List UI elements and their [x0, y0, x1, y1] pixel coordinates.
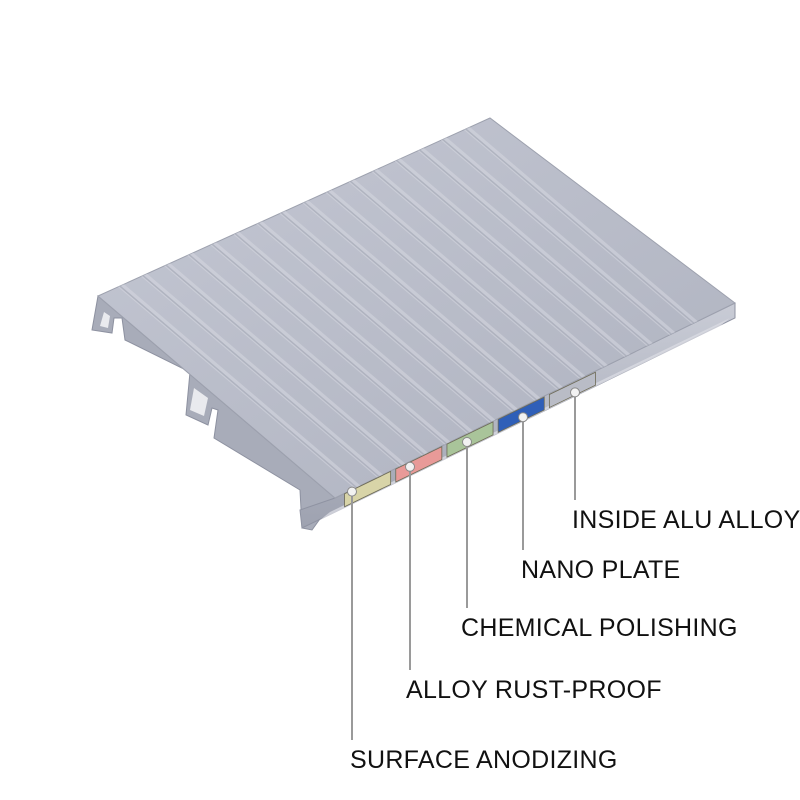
layer-swatch: [344, 470, 392, 508]
profile-rib-shadow: [314, 150, 633, 422]
profile-rib: [98, 249, 401, 498]
leader-dot: [570, 387, 580, 398]
layer-swatch: [395, 446, 443, 483]
profile-rib: [424, 118, 735, 367]
layer-label: ALLOY RUST-PROOF: [406, 676, 662, 704]
profile-left-end: [91, 295, 336, 531]
profile-rib: [401, 118, 723, 378]
profile-rib-shadow: [106, 244, 425, 498]
profile-rib: [355, 123, 677, 399]
layer-label: NANO PLATE: [521, 556, 681, 584]
profile-rib: [102, 238, 424, 498]
profile-left-inner-slot: [100, 312, 110, 328]
leader-dot: [518, 412, 528, 423]
profile-rib-shadow: [406, 118, 725, 380]
profile-rib: [286, 155, 608, 430]
profile-rib-shadow: [383, 118, 702, 390]
profile-rib: [309, 144, 631, 420]
profile-ribs: [98, 118, 735, 498]
profile-rib: [217, 186, 539, 461]
profile-rib-shadow: [221, 192, 540, 464]
profile-rib-shadow: [98, 254, 402, 498]
profile-rib: [332, 134, 654, 409]
profile-rib-shadow: [244, 181, 563, 453]
profile-rib-shadow: [360, 129, 679, 401]
profile-rib: [263, 165, 585, 441]
profile-rib-shadow: [268, 171, 587, 443]
profile-rib-shadow: [198, 202, 517, 474]
layer-label: SURFACE ANODIZING: [350, 746, 618, 774]
profile-rib: [125, 228, 447, 498]
profile-rib-shadow: [175, 213, 494, 485]
profile-rib-shadow: [337, 139, 656, 411]
layer-label: INSIDE ALU ALLOY: [572, 506, 800, 534]
profile-rib: [240, 175, 562, 451]
profile-rib: [378, 118, 700, 388]
profile-rib: [194, 196, 516, 472]
leader-dot: [462, 437, 472, 447]
profile-rib-shadow: [152, 223, 471, 495]
layer-label: CHEMICAL POLISHING: [461, 614, 738, 642]
layer-callouts: SURFACE ANODIZING ALLOY RUST-PROOF CHEMICA…: [347, 387, 800, 774]
profile-rib: [171, 207, 493, 482]
profile-rib-shadow: [291, 160, 610, 432]
leader-dot: [405, 461, 415, 472]
leader-dot: [347, 486, 357, 497]
profile-rib: [148, 217, 470, 493]
profile-rib-shadow: [129, 234, 448, 498]
profile-left-inner-slot-2: [190, 388, 208, 416]
